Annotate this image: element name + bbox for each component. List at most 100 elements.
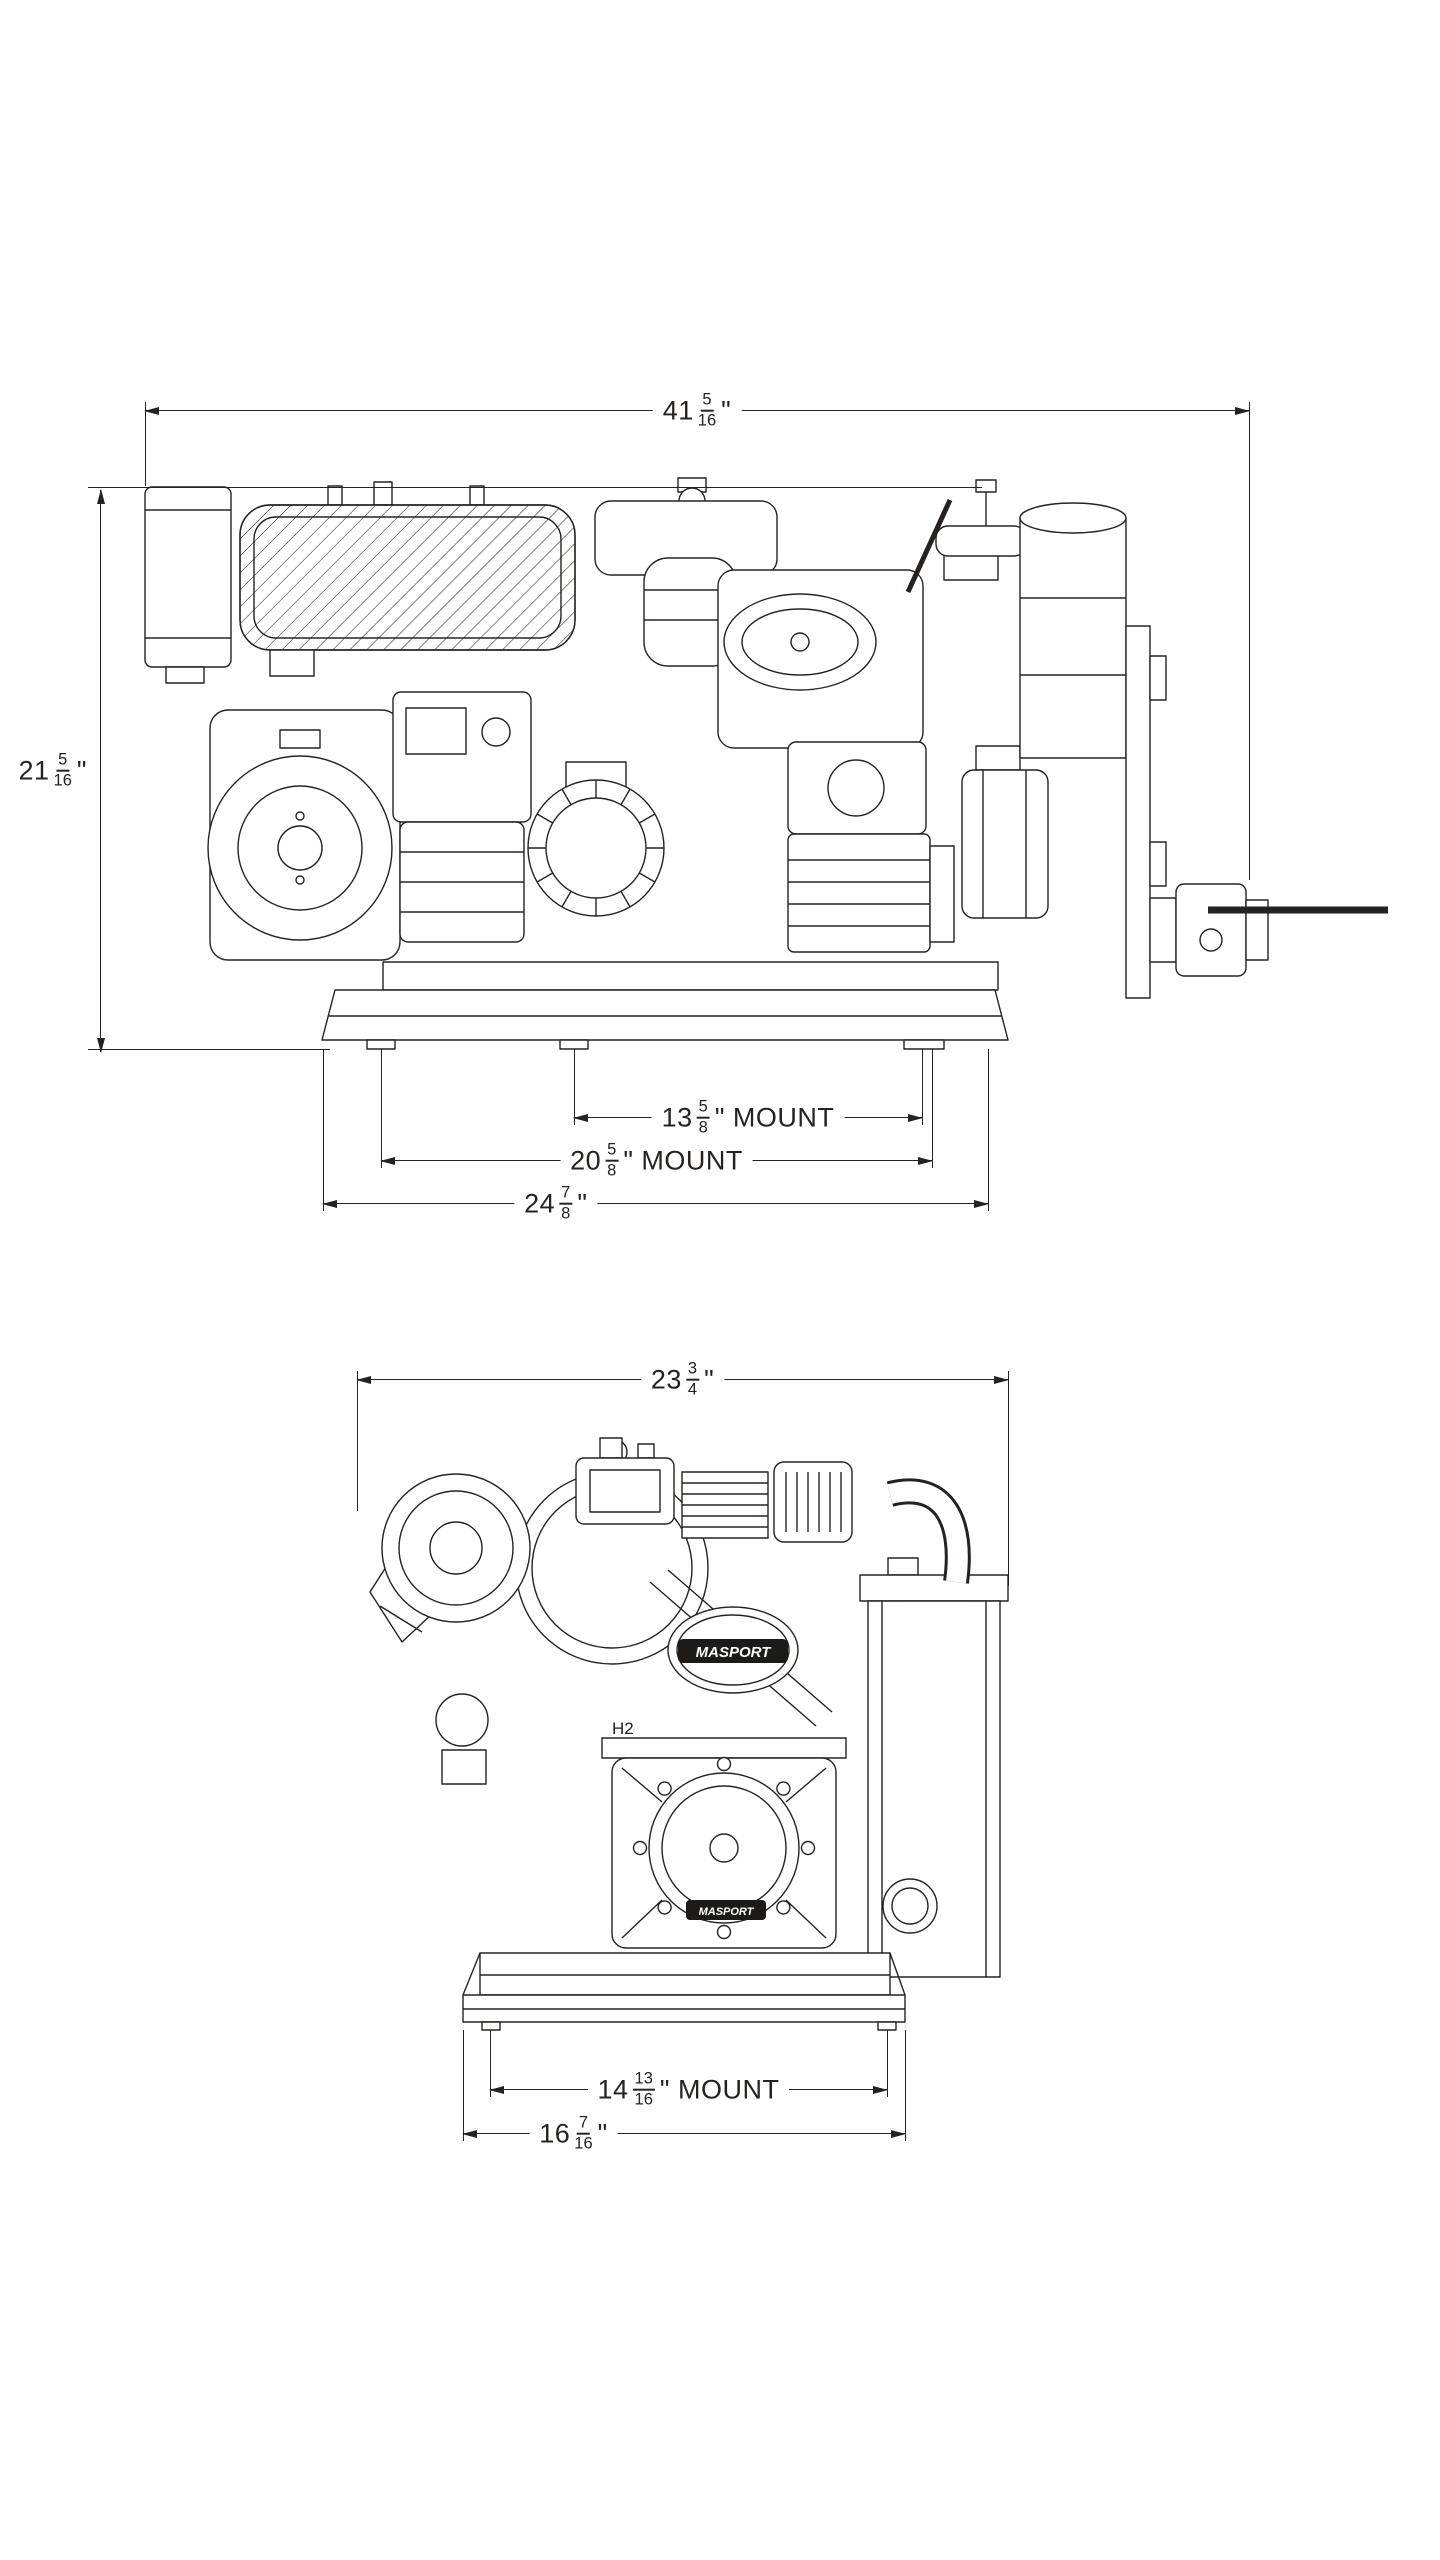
extension-line	[574, 1049, 576, 1125]
extension-line	[490, 2030, 492, 2097]
extension-line	[381, 1049, 383, 1168]
extension-line	[88, 487, 982, 489]
exhaust-elbow	[886, 1478, 971, 1584]
extension-line	[1008, 1371, 1010, 1586]
dim-suffix: "	[76, 755, 87, 786]
base-front	[462, 1952, 906, 2031]
h2-label: H2	[612, 1719, 634, 1738]
dim-arrow-left	[489, 2085, 504, 2094]
blower-housing	[527, 761, 665, 917]
dim-arrow-left	[322, 1199, 337, 1208]
dim-arrow-right	[891, 2129, 906, 2138]
ball-valve	[1149, 883, 1388, 977]
extension-line	[887, 2030, 889, 2097]
moisture-trap	[935, 502, 1127, 759]
dim-arrow-right	[994, 1375, 1009, 1384]
side-view-drawing	[144, 477, 1388, 1050]
dim-whole: 41	[662, 395, 694, 426]
second-engine	[717, 569, 924, 749]
extension-line	[922, 1049, 924, 1125]
pump-plate-text: MASPORT	[699, 1906, 755, 1918]
air-cleaner-box	[144, 486, 232, 684]
dim-arrow-right	[918, 1156, 933, 1165]
extension-line	[932, 1049, 934, 1168]
drain-port	[882, 1878, 938, 1934]
base-skid	[321, 961, 1009, 1050]
dim-whole: 20	[570, 1145, 602, 1176]
masport-badge-text: MASPORT	[696, 1644, 773, 1661]
dim-arrow-left	[356, 1375, 371, 1384]
dim-arrow-up	[96, 489, 105, 504]
front-view-drawing: MASPORT H2	[369, 1437, 1009, 2031]
dim-arrow-left	[380, 1156, 395, 1165]
muffler-front	[773, 1461, 853, 1543]
crankcase-recoil	[207, 709, 401, 961]
dim-suffix: "	[597, 2118, 608, 2149]
extension-line	[145, 402, 147, 486]
carburetor-front	[575, 1437, 675, 1525]
blower-housing-front	[369, 1473, 531, 1643]
clutch-motor	[961, 745, 1049, 919]
dim-arrow-right	[908, 1113, 923, 1122]
finned-muffler	[239, 481, 576, 677]
extension-line	[905, 2030, 907, 2141]
dim-arrow-right	[974, 1199, 989, 1208]
dim-arrow-left	[144, 406, 159, 415]
dim-suffix: "	[721, 395, 732, 426]
dim-suffix: "	[704, 1364, 715, 1395]
dim-suffix: " MOUNT	[714, 1102, 835, 1133]
dim-whole: 14	[597, 2074, 629, 2105]
fuel-pump-front	[435, 1693, 489, 1785]
dim-suffix: "	[577, 1188, 588, 1219]
dim-arrow-right	[1235, 406, 1250, 415]
extension-line	[88, 1049, 330, 1051]
dim-whole: 24	[524, 1188, 556, 1219]
dim-arrow-left	[573, 1113, 588, 1122]
dim-whole: 21	[18, 755, 50, 786]
dim-suffix: " MOUNT	[623, 1145, 743, 1176]
vacuum-pump	[787, 741, 955, 953]
masport-badge: MASPORT	[667, 1606, 799, 1694]
dim-whole: 16	[539, 2118, 571, 2149]
dim-suffix: " MOUNT	[659, 2074, 780, 2105]
extension-line	[463, 2030, 465, 2141]
dim-whole: 13	[661, 1102, 693, 1133]
dim-whole: 23	[650, 1364, 682, 1395]
extension-line	[323, 1049, 325, 1211]
engine-block	[392, 691, 532, 943]
dim-arrow-left	[462, 2129, 477, 2138]
dim-arrow-down	[96, 1038, 105, 1053]
support-plate	[1125, 625, 1167, 999]
cylinder-fins	[681, 1471, 769, 1539]
extension-line	[1249, 402, 1251, 880]
extension-line	[988, 1049, 990, 1211]
dim-arrow-right	[873, 2085, 888, 2094]
extension-line	[357, 1371, 359, 1511]
fuel-tank	[594, 477, 778, 576]
pump-front: MASPORT	[601, 1737, 847, 1949]
